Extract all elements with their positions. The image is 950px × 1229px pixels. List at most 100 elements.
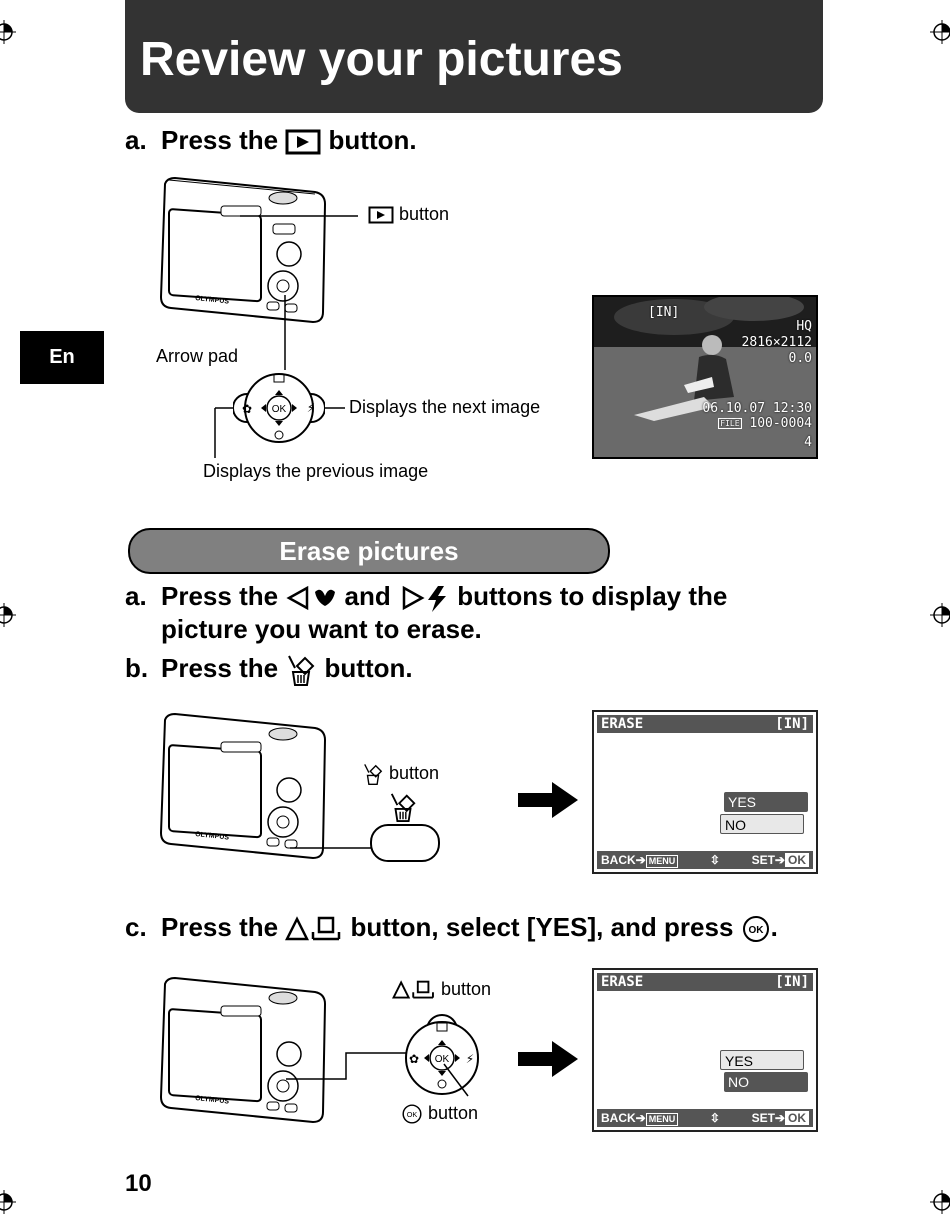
photo-memory-indicator: [IN] bbox=[648, 305, 680, 320]
back-label: BACK bbox=[601, 1110, 636, 1125]
registration-mark bbox=[930, 20, 950, 44]
arrow-pad-diagram: OK ⚡ ✿ bbox=[405, 1014, 479, 1097]
erase-step-b: b. Press the button. bbox=[125, 652, 413, 687]
registration-mark bbox=[930, 603, 950, 627]
section-heading-text: Erase pictures bbox=[279, 535, 459, 566]
callout-arrow-pad: Arrow pad bbox=[156, 346, 239, 366]
erase-step-a: a.Press the and buttons to display the p… bbox=[125, 580, 727, 645]
playback-photo: [IN] HQ 2816×2112 0.0 06.10.07 12:30 FIL… bbox=[592, 295, 818, 459]
option-no[interactable]: NO bbox=[720, 814, 804, 834]
playback-icon bbox=[368, 206, 394, 224]
ok-button-icon: OK bbox=[402, 1104, 422, 1124]
callout-text: button bbox=[389, 763, 440, 783]
step-text: . bbox=[770, 912, 778, 942]
callout-text: button bbox=[441, 979, 492, 999]
right-arrow-icon bbox=[518, 1041, 578, 1077]
erase-trash-icon bbox=[364, 764, 383, 786]
step-letter: b. bbox=[125, 653, 149, 683]
photo-scene bbox=[594, 297, 816, 457]
title-band bbox=[125, 0, 823, 113]
up-print-icon bbox=[392, 980, 434, 999]
step-text: button. bbox=[328, 125, 417, 155]
camera-brand-label: OLYMPUS bbox=[195, 295, 230, 306]
step-letter: a. bbox=[125, 125, 147, 155]
set-label: SET bbox=[751, 853, 775, 867]
callout-previous-image: Displays the previous image bbox=[203, 461, 429, 481]
menu-key: MENU bbox=[645, 1112, 679, 1126]
step-text: and bbox=[344, 581, 391, 611]
ok-label: OK bbox=[272, 404, 287, 415]
updown-icon: ⇳ bbox=[709, 853, 720, 867]
erase-title: ERASE bbox=[601, 974, 644, 990]
ok-button-icon: OK bbox=[742, 916, 769, 943]
camera-illustration: OLYMPUS bbox=[159, 976, 327, 1124]
ok-label: OK bbox=[748, 925, 764, 936]
ok-key: OK bbox=[784, 853, 809, 867]
erase-trash-icon bbox=[390, 793, 416, 822]
set-hint: SET➔OK bbox=[752, 853, 809, 867]
ok-label: OK bbox=[435, 1054, 450, 1065]
option-yes[interactable]: YES bbox=[720, 1050, 804, 1070]
photo-file-number: FILE 100-0004 bbox=[718, 416, 812, 431]
option-yes[interactable]: YES bbox=[724, 792, 808, 812]
erase-screen-2: ERASE [IN] YES NO BACK➔MENU ⇳ SET➔OK bbox=[592, 968, 818, 1132]
erase-title: ERASE bbox=[601, 716, 644, 732]
erase-trash-icon bbox=[288, 655, 315, 687]
callout-lines bbox=[214, 215, 358, 458]
set-hint: SET➔OK bbox=[752, 1111, 809, 1125]
callout-next-image: Displays the next image bbox=[349, 397, 541, 417]
erase-screen-titlebar: ERASE [IN] bbox=[597, 973, 813, 991]
camera-brand-label: OLYMPUS bbox=[195, 1095, 230, 1106]
photo-exposure: 0.0 bbox=[788, 351, 812, 366]
erase-section-heading: Erase pictures bbox=[128, 528, 610, 574]
photo-resolution: 2816×2112 bbox=[741, 335, 812, 350]
callout-print-button: button bbox=[392, 979, 491, 1001]
registration-mark bbox=[0, 603, 16, 627]
file-badge: FILE bbox=[718, 418, 742, 429]
camera-illustration: OLYMPUS bbox=[159, 712, 327, 860]
playback-icon bbox=[285, 129, 321, 155]
step-text: Press the bbox=[161, 912, 279, 942]
step-text: Press the bbox=[161, 653, 279, 683]
registration-mark bbox=[930, 1190, 950, 1214]
step-text: button, select [YES], and press bbox=[350, 912, 734, 942]
memory-indicator: [IN] bbox=[775, 974, 809, 990]
erase-screen-footer: BACK➔MENU ⇳ SET➔OK bbox=[597, 851, 813, 869]
option-no[interactable]: NO bbox=[724, 1072, 808, 1092]
back-hint: BACK➔MENU bbox=[601, 1110, 679, 1126]
arrow-pad-diagram: OK ⚡ ✿ bbox=[233, 373, 325, 443]
callout-text: button bbox=[399, 204, 450, 224]
callout-text: button bbox=[428, 1103, 479, 1123]
callout-erase-button: button bbox=[362, 763, 440, 786]
review-step-a: a. Press the button. bbox=[125, 124, 417, 157]
callout-play-button: button bbox=[368, 204, 449, 225]
svg-text:✿: ✿ bbox=[409, 1052, 419, 1066]
erase-screen-1: ERASE [IN] YES NO BACK➔MENU ⇳ SET➔OK bbox=[592, 710, 818, 874]
svg-text:⚡: ⚡ bbox=[307, 401, 315, 415]
step-text: Press the bbox=[161, 581, 279, 611]
menu-key: MENU bbox=[645, 854, 679, 868]
memory-indicator: [IN] bbox=[775, 716, 809, 732]
step-letter: a. bbox=[125, 581, 147, 611]
language-tab: En bbox=[20, 331, 104, 384]
step-text-line2: picture you want to erase. bbox=[161, 613, 482, 644]
step-text: Press the bbox=[161, 125, 279, 155]
photo-frame-number: 4 bbox=[804, 435, 812, 450]
step-text: button. bbox=[324, 653, 413, 683]
callout-ok-button: OK button bbox=[401, 1103, 478, 1125]
up-print-icon bbox=[285, 916, 341, 941]
camera-brand-label: OLYMPUS bbox=[195, 831, 230, 842]
updown-icon: ⇳ bbox=[709, 1111, 720, 1125]
ok-key: OK bbox=[784, 1111, 809, 1125]
callout-line bbox=[286, 1052, 407, 1080]
left-macro-icon bbox=[286, 586, 336, 611]
page-number: 10 bbox=[125, 1170, 152, 1197]
language-tab-label: En bbox=[49, 346, 75, 368]
svg-text:✿: ✿ bbox=[242, 402, 252, 416]
photo-datetime: 06.10.07 12:30 bbox=[702, 401, 812, 416]
back-hint: BACK➔MENU bbox=[601, 853, 679, 868]
file-no: 100-0004 bbox=[749, 416, 812, 431]
registration-mark bbox=[0, 1190, 16, 1214]
photo-quality: HQ bbox=[796, 319, 812, 334]
registration-mark bbox=[0, 20, 16, 44]
